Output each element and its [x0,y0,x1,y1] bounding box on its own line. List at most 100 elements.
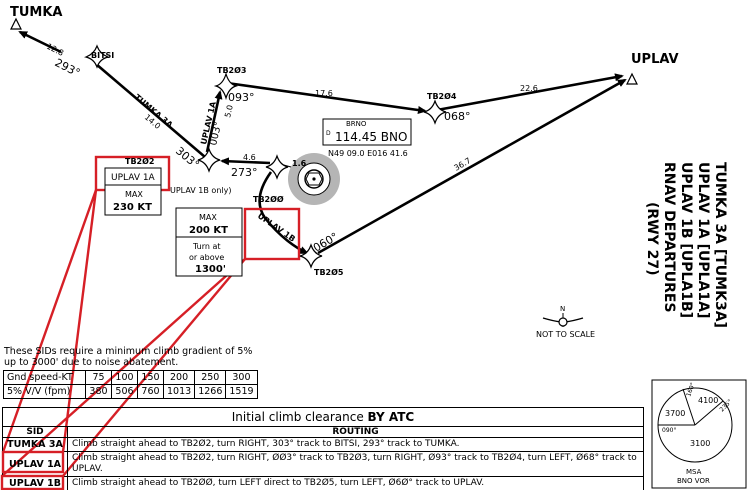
bitsi-leg-track: 303° [173,144,202,171]
vor-frequency: 114.45 BNO [335,130,407,144]
tb200-label: TB2ØØ [253,194,284,204]
climb-gradient-table: Gnd speed-KT 75 100 150 200 250 300 5% V… [3,370,258,399]
climb-gradient-note: These SIDs require a minimum climb gradi… [4,346,253,368]
procedure-title: TUMKA 3A [TUMK3A] UPLAV 1A [UPLA1A] UPLA… [644,162,728,328]
tb202-label: TB2Ø2 [125,156,155,166]
msa-panel-frame [651,379,747,489]
tb204-label: TB2Ø4 [427,91,457,101]
table-row: UPLAV 1A Climb straight ahead to TB2Ø2, … [2,451,644,477]
msa-bearing-160: 160° [685,382,697,398]
clearance-title-text: Initial climb clearance [231,410,364,424]
vertical-velocity-value: 1266 [194,384,227,399]
vor-flag: D [326,130,331,137]
msa-panel: 160° 4100 235° 3700 090° 3100 MSA BNO VO… [651,379,747,489]
sid-routing: Climb straight ahead to TB2Ø2, turn RIGH… [67,451,644,477]
tb204-leg-track: 068° [444,110,471,123]
sid-routing: Climb straight ahead to TB2ØØ, turn LEFT… [67,476,644,490]
tumka-leg-distance: 12.8 [45,42,65,58]
initial-climb-clearance-table: Initial climb clearance BY ATC SID ROUTI… [2,407,644,490]
msa-caption-1: MSA [686,468,702,476]
ground-speed-value: 250 [194,370,227,385]
tb203-leg-track: 093° [228,91,255,104]
north-label: N [560,305,565,313]
turn-at-line1: Turn at [192,242,221,251]
vertical-velocity-row: 5% V/V (fpm) 380 506 760 1013 1266 1519 [3,384,258,399]
tb202-note-box: UPLAV 1A UPLAV 1B only) MAX 230 KT [104,167,231,216]
tb203-tb204-leg [226,81,427,114]
routing-column-header: ROUTING [67,426,644,438]
sid-name: UPLAV 1A [2,451,68,477]
route-lines [18,30,627,255]
title-line-4: RNAV DEPARTURES [661,162,677,313]
tb205-leg-track: 060° [311,230,340,255]
vertical-velocity-header: 5% V/V (fpm) [3,384,86,399]
tb200-tb205-turn [258,171,309,255]
uplav-waypoint-icon [626,72,638,85]
tumka-label: TUMKA [10,5,63,20]
clearance-title-by-atc: BY ATC [367,410,415,424]
vertical-velocity-value: 380 [85,384,112,399]
table-row: TUMKA 3A Climb straight ahead to TB2Ø2, … [2,437,644,452]
turn-at-line2: or above [189,253,224,262]
sid-name: UPLAV 1B [2,476,68,490]
clearance-title-row: Initial climb clearance BY ATC [2,407,644,427]
sid-routing: Climb straight ahead to TB2Ø2, turn RIGH… [67,437,644,452]
turn-at-altitude: 1300' [195,264,226,275]
clearance-title: Initial climb clearance BY ATC [2,407,644,427]
ground-speed-value: 100 [111,370,138,385]
msa-caption-2: BNO VOR [677,477,710,485]
vor-info-box: BRNO D 114.45 BNO N49 09.0 E016 41.6 [322,118,412,158]
sid-column-header: SID [2,426,68,438]
title-line-1: TUMKA 3A [TUMK3A] [712,162,728,328]
leg-annotations: 12.8 293° TUMKA 3A 14.0 303° UPLAV 1A 00… [45,42,538,255]
waypoint-labels: TUMKA BITSI UPLAV TB2Ø3 TB2Ø4 TB2Ø2 TB2Ø… [10,5,679,277]
tb203-fix-icon [213,71,239,101]
north-arrow: N NOT TO SCALE [536,305,595,339]
tb205-fix-icon [299,243,323,269]
tb202-max-label: MAX [125,190,143,199]
uplav1b-only-note: UPLAV 1B only) [170,186,231,195]
north-arrow-hub-icon [558,317,568,327]
tb202-box-label: UPLAV 1A [111,173,156,183]
tb205-uplav-leg [317,78,627,255]
tb200-note-box: MAX 200 KT Turn at or above 1300' [175,207,243,277]
tb204-uplav-leg [436,73,624,112]
highlight-box-uplav1b [243,207,301,261]
title-line-2: UPLAV 1A [UPLA1A] [695,162,711,318]
tb200-fix-icon [265,154,289,180]
upla1a-leg-track: 003° [208,121,224,147]
tb200-tb202-leg [220,157,271,166]
ground-speed-value: 150 [137,370,164,385]
msa-alt-3100: 3100 [690,439,710,448]
ground-speed-header: Gnd speed-KT [3,370,86,385]
not-to-scale-note: NOT TO SCALE [536,330,595,339]
ground-speed-value: 75 [85,370,112,385]
tb200-tb202-distance: 4.6 [243,153,256,162]
bitsi-fix-icon [83,44,111,69]
sid-name: TUMKA 3A [2,437,68,452]
table-row: UPLAV 1B Climb straight ahead to TB2ØØ, … [2,476,644,490]
vertical-velocity-value: 506 [111,384,138,399]
tumka-waypoint-icon [10,17,22,30]
tb204-uplav-distance: 22.6 [520,84,538,93]
brno-vor [288,153,340,205]
vor-tb200-distance: 1.6 [292,159,307,168]
vertical-velocity-value: 760 [137,384,164,399]
tb200-speed-limit: 200 KT [189,225,228,236]
tumka-leg-track: 293° [53,56,83,80]
tb200-max-label: MAX [199,213,217,222]
vertical-velocity-value: 1519 [225,384,258,399]
vertical-velocity-value: 1013 [162,384,196,399]
vor-coordinates: N49 09.0 E016 41.6 [328,149,408,158]
vor-name: BRNO [346,120,367,128]
title-line-5: (RWY 27) [644,202,660,276]
msa-bearing-090: 090° [662,427,676,434]
tb202-bitsi-leg [95,63,206,158]
fix-symbols [10,17,638,269]
tb202-tb203-leg [205,90,223,153]
upla1b-route-label: UPLAV 1B [256,211,297,243]
bitsi-label: BITSI [91,51,114,60]
tb203-label: TB2Ø3 [217,65,247,75]
tb204-fix-icon [423,99,447,125]
